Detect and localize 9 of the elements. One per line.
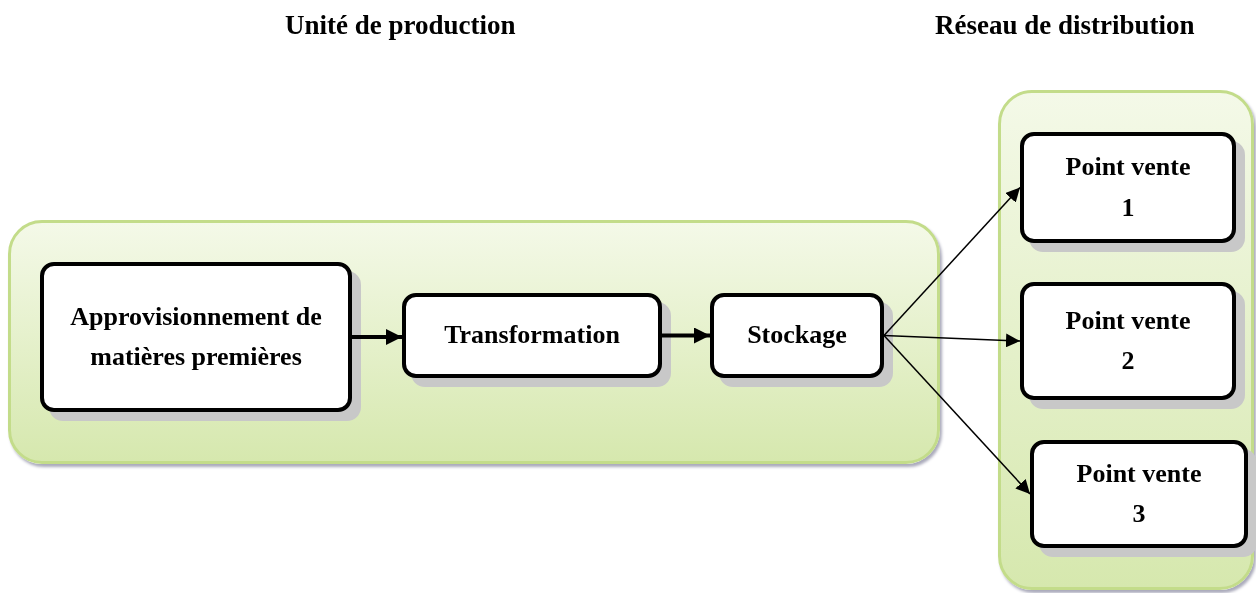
section-heading: Unité de production — [285, 10, 516, 41]
arrow — [352, 329, 402, 345]
arrow — [883, 334, 1031, 495]
arrow — [662, 327, 710, 344]
group-panel — [8, 220, 940, 464]
section-heading: Réseau de distribution — [935, 10, 1195, 41]
arrow — [883, 186, 1021, 337]
arrow — [883, 333, 1021, 348]
group-panel — [998, 90, 1254, 590]
